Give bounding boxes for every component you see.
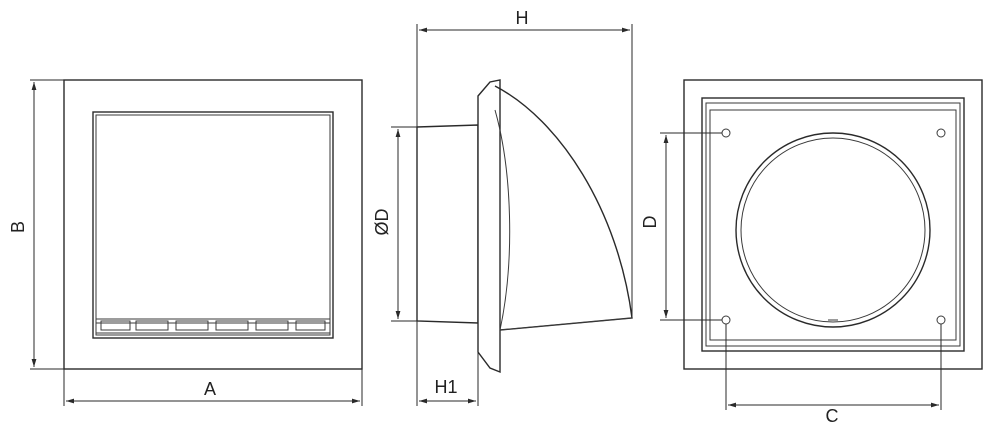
dimension-D-diameter: ØD — [372, 126, 417, 322]
label-B: B — [8, 221, 28, 233]
side-flange — [477, 79, 501, 374]
front-inner-opening — [92, 111, 334, 339]
back-duct-circle-outer — [735, 132, 931, 328]
label-D: D — [640, 216, 660, 229]
side-hood-outer — [494, 85, 633, 331]
dimension-H: H — [416, 8, 633, 318]
label-H1: H1 — [434, 377, 457, 397]
label-C: C — [826, 406, 839, 426]
side-view: H ØD H1 — [372, 8, 633, 406]
dimension-H1: H1 — [416, 321, 479, 406]
back-inner-frame — [701, 97, 965, 352]
dimension-A: A — [63, 369, 363, 406]
front-view: B A — [8, 79, 363, 406]
front-outer-frame — [63, 79, 363, 370]
label-A: A — [204, 379, 216, 399]
back-outer-frame — [683, 79, 983, 370]
dimension-B: B — [8, 79, 64, 370]
back-duct-circle-inner — [740, 137, 926, 323]
louver-slats — [95, 318, 331, 334]
mounting-hole-top-right — [936, 128, 946, 138]
label-D-diameter: ØD — [372, 208, 392, 235]
front-inner-border — [95, 114, 331, 336]
side-hood-inner — [494, 109, 511, 331]
back-mount-plate — [709, 109, 957, 341]
dimension-C: C — [725, 324, 942, 426]
back-view: D C — [640, 79, 983, 426]
label-H: H — [516, 8, 529, 28]
dimension-D: D — [640, 132, 722, 321]
side-spigot — [416, 124, 479, 324]
